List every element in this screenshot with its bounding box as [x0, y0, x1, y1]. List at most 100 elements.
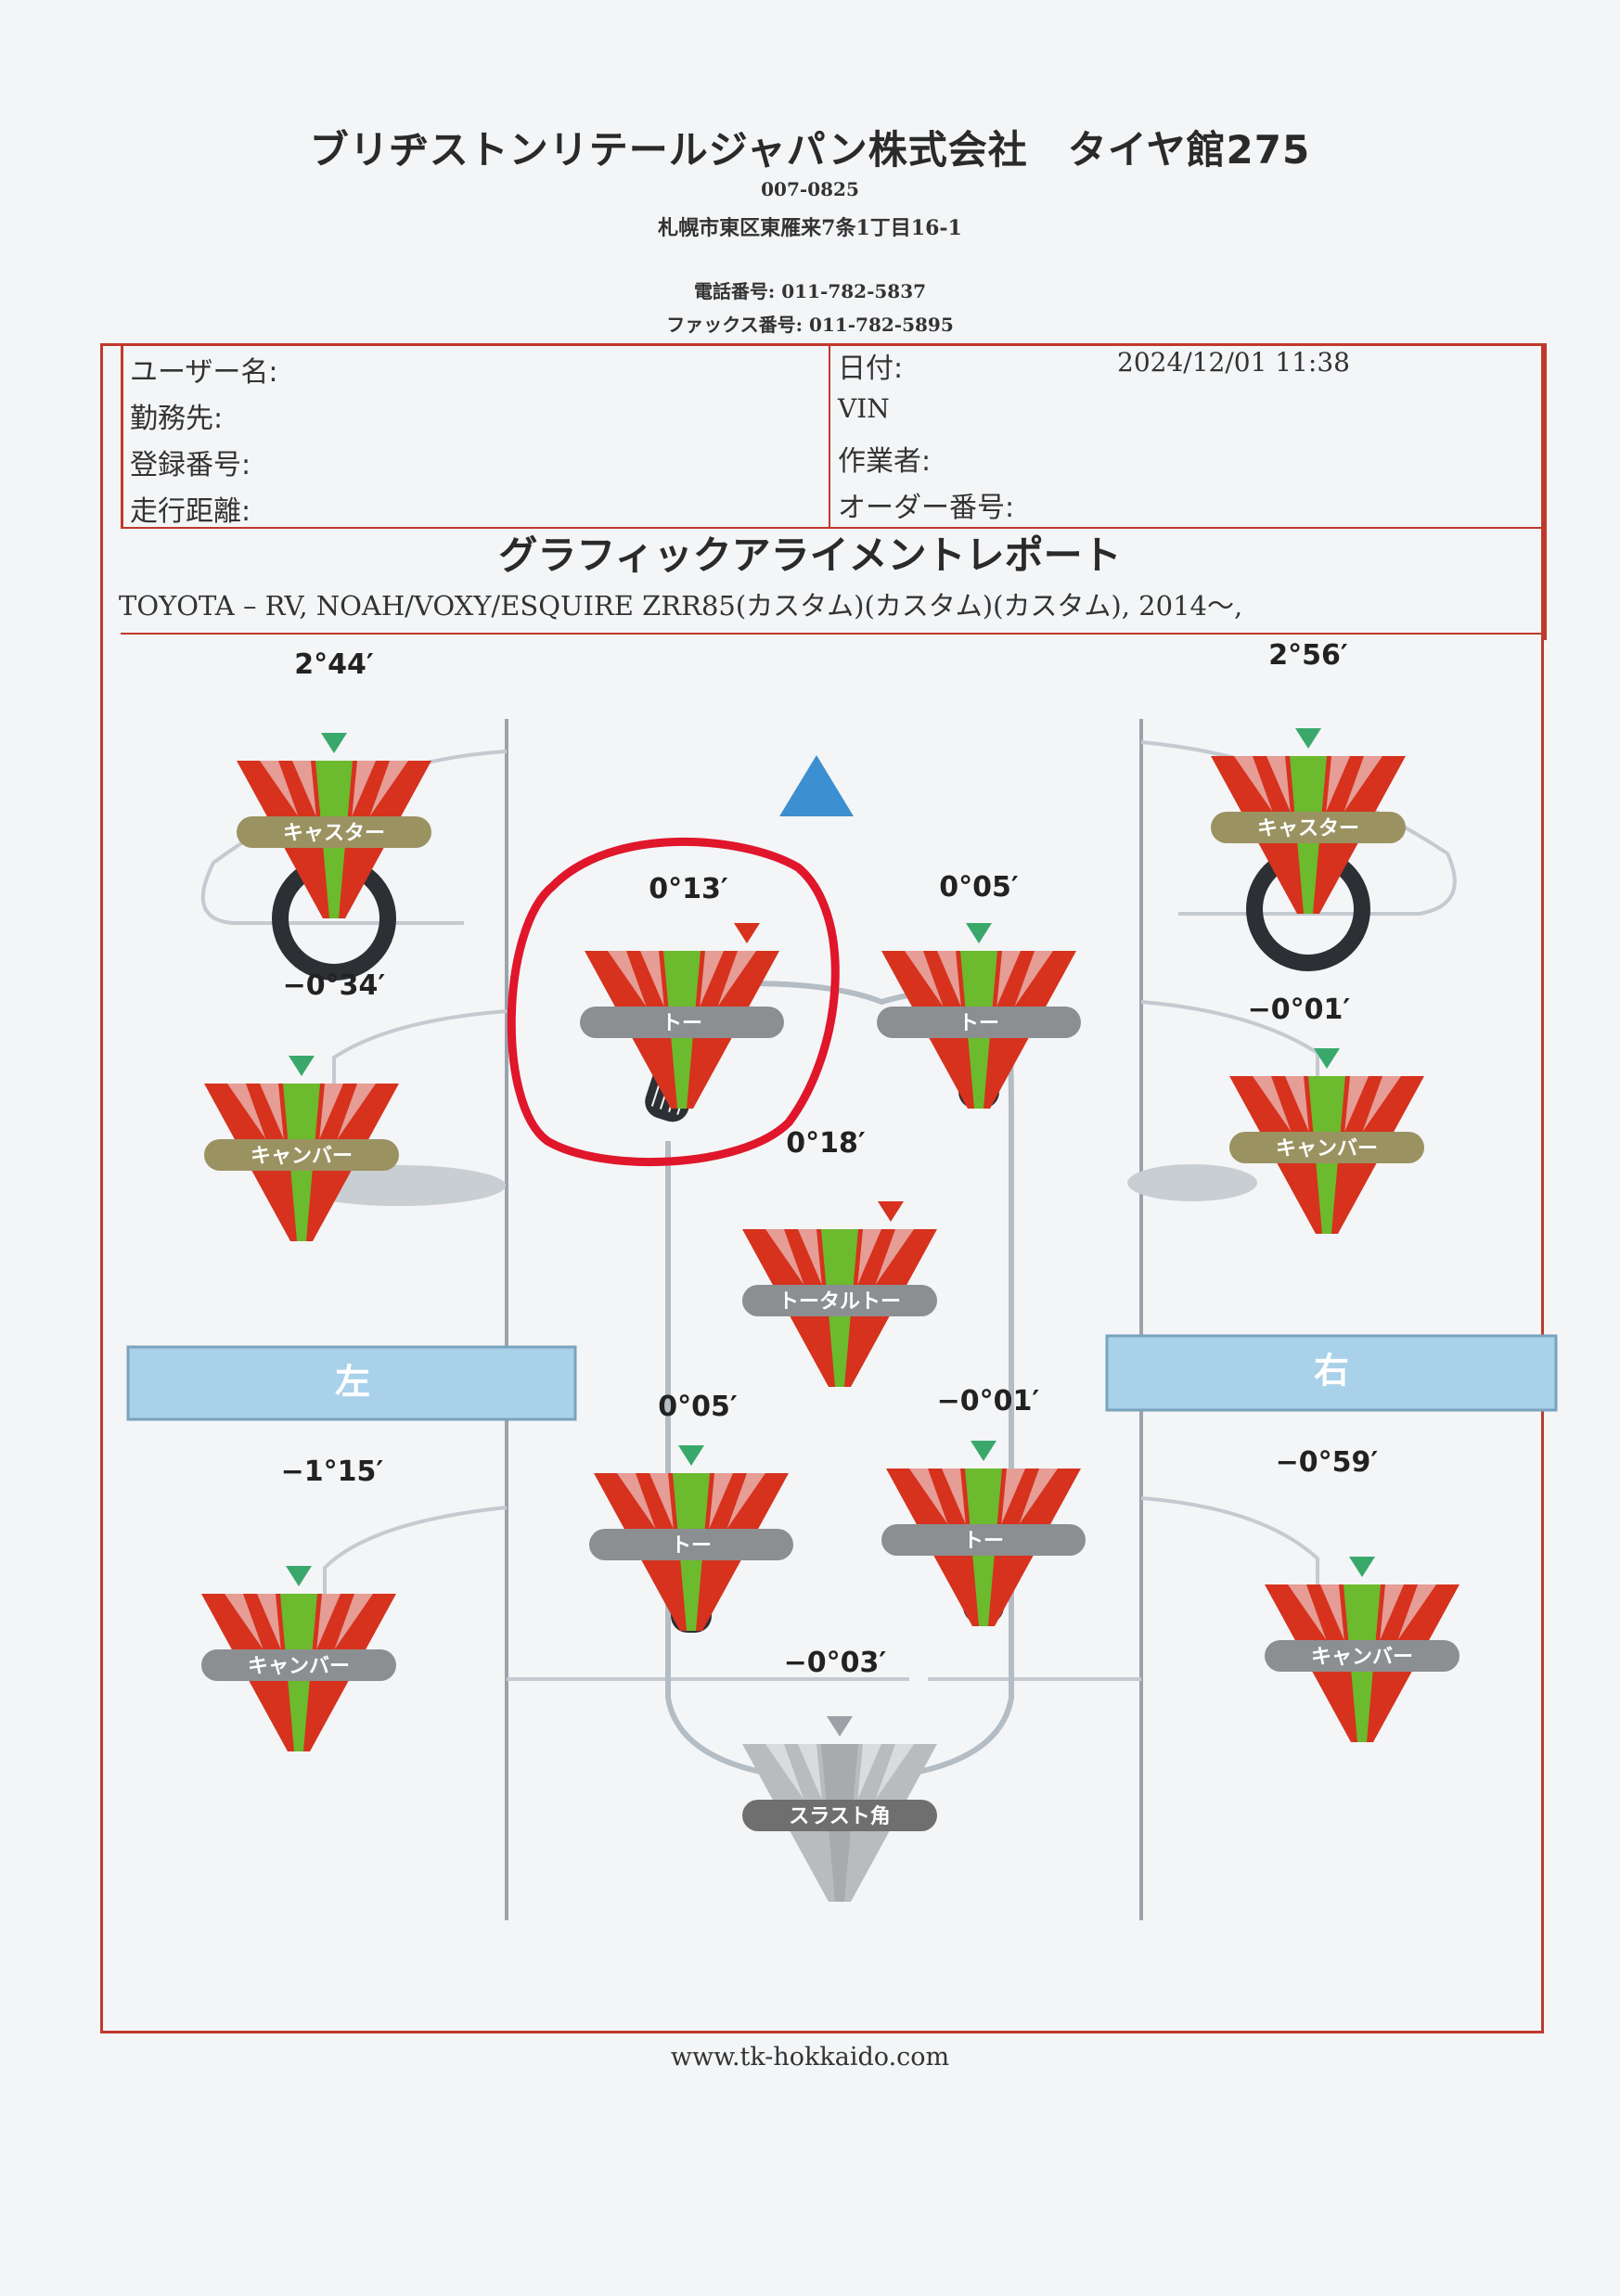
gauge-marker-icon: [286, 1566, 312, 1586]
gauge-fan-notch: [717, 951, 756, 1007]
gauge-value: 0°05′: [658, 1391, 738, 1423]
gauge-label: キャスター: [283, 822, 385, 845]
gauge-fan-notch: [316, 1594, 341, 1649]
gauge-label-pill: [1211, 812, 1406, 843]
company-name: ブリヂストンリテールジャパン株式会社 タイヤ館275: [309, 127, 1311, 173]
gauge-label: キャンバー: [1276, 1137, 1378, 1161]
gauge-value: 0°13′: [649, 873, 728, 905]
gauge-label: トー: [958, 1012, 999, 1035]
gauge-label-pill: [201, 1649, 396, 1681]
gauge-fan-notch: [608, 951, 647, 1007]
gauge-fan-notch: [337, 1084, 376, 1139]
gauge-fan-notch: [857, 1229, 881, 1285]
gauge-fan-notch: [319, 1084, 343, 1139]
gauge-label: トー: [671, 1534, 712, 1558]
gauge-label-pill: [1229, 1132, 1424, 1163]
gauge-fan-notch: [875, 1744, 914, 1800]
gauge-fan-notch: [1380, 1584, 1404, 1640]
gauge-label: キャンバー: [248, 1655, 350, 1678]
gauge-fan-notch: [225, 1594, 264, 1649]
gauge-fan-notch: [875, 1229, 914, 1285]
gauge-marker-icon: [289, 1056, 315, 1076]
gauge-label: トー: [662, 1012, 702, 1035]
gauge-label: スラスト角: [789, 1804, 891, 1828]
gauge-fan-notch: [1326, 756, 1350, 812]
gauge-fan-notch: [292, 761, 316, 816]
left-rear-body-outline: [323, 1506, 508, 1651]
gauge-fan-notch: [1234, 756, 1273, 812]
left-front-body-outline: [332, 1009, 508, 1150]
registration-label: 登録番号:: [130, 449, 251, 481]
thrust-angle-gauge: スラスト角−0°03′: [742, 1647, 937, 1902]
front-left-camber-gauge: キャンバー−0°34′: [204, 969, 399, 1241]
gauge-fan-notch: [1019, 1469, 1058, 1524]
gauge-label-pill: [237, 816, 431, 848]
gauge-label: キャンバー: [251, 1145, 353, 1168]
gauge-value: −0°59′: [1276, 1446, 1379, 1479]
gauge-fan-notch: [1397, 1584, 1436, 1640]
phone-number: 電話番号: 011-782-5837: [693, 280, 927, 302]
gauge-fan-notch: [260, 761, 299, 816]
gauge-fan-notch: [857, 1744, 881, 1800]
gauge-fan-notch: [257, 1594, 281, 1649]
fax-number: ファックス番号: 011-782-5895: [666, 314, 954, 336]
date-label: 日付:: [838, 353, 904, 385]
forward-arrow-icon: [779, 755, 854, 816]
left-side-label: 左: [335, 1362, 370, 1403]
gauge-marker-icon: [878, 1201, 904, 1222]
gauge-marker-icon: [971, 1441, 996, 1461]
gauge-fan-notch: [260, 1084, 284, 1139]
gauge-label-pill: [204, 1139, 399, 1171]
gauge-marker-icon: [1295, 728, 1321, 749]
gauge-label: トー: [963, 1530, 1004, 1553]
gauge-label: キャンバー: [1311, 1646, 1413, 1669]
gauge-fan-notch: [227, 1084, 266, 1139]
center-left-rail: [665, 1141, 762, 1775]
info-grid-left-border: [121, 343, 123, 527]
gauge-fan-notch: [649, 1473, 674, 1529]
right-side-band: [1105, 1334, 1558, 1412]
front-right-camber-gauge: キャンバー−0°01′: [1229, 994, 1424, 1234]
gauge-label: キャスター: [1257, 817, 1359, 840]
front-right-toe-gauge: トー 0°05′: [877, 871, 1081, 1109]
footer-url: www.tk-hokkaido.com: [670, 2043, 950, 2072]
info-grid-divider: [829, 343, 830, 527]
right-side-label: 右: [1314, 1351, 1349, 1392]
gauge-fan-notch: [700, 951, 724, 1007]
gauge-fan-notch: [942, 1469, 966, 1524]
gauge-fan-notch: [352, 761, 376, 816]
gauge-marker-icon: [966, 923, 992, 943]
info-grid-right-border: [1544, 343, 1547, 640]
front-left-caster-gauge: キャスター 2°44′: [237, 648, 431, 981]
gauge-fan-notch: [1266, 756, 1291, 812]
address: 札幌市東区東雁来7条1丁目16-1: [658, 216, 962, 240]
gauge-label-pill: [881, 1524, 1086, 1556]
gauge-fan-notch: [709, 1473, 733, 1529]
mileage-label: 走行距離:: [130, 495, 251, 528]
gauge-label-pill: [877, 1007, 1081, 1038]
gauge-fan-notch: [1362, 1076, 1401, 1132]
gauge-fan-notch: [640, 951, 664, 1007]
worker-label: 作業者:: [838, 445, 932, 478]
gauge-value: 0°05′: [939, 871, 1019, 904]
gauge-value: 2°44′: [294, 648, 374, 681]
gauges-layer: キャスター 2°44′ キャスター 2°56′ キャンバー−0°34′ キャンバー−0°0…: [201, 639, 1459, 1902]
gauge-value: 2°56′: [1268, 639, 1348, 672]
right-front-shadow: [1127, 1164, 1257, 1201]
gauge-fan-notch: [937, 951, 961, 1007]
gauge-fan-notch: [334, 1594, 373, 1649]
workplace-label: 勤務先:: [130, 403, 224, 435]
right-rear-body-outline: [1140, 1496, 1319, 1642]
gauge-fan-notch: [765, 1744, 804, 1800]
vehicle-description: TOYOTA – RV, NOAH/VOXY/ESQUIRE ZRR85(カスタ…: [119, 590, 1243, 622]
right-front-fender-outline: [1140, 740, 1457, 916]
annotation-circle: [507, 838, 840, 1167]
gauge-marker-icon: [1349, 1557, 1375, 1577]
gauge-fan-notch: [1288, 1584, 1327, 1640]
date-value: 2024/12/01 11:38: [1117, 347, 1350, 378]
gauge-marker-icon: [734, 923, 760, 943]
user-name-label: ユーザー名:: [130, 356, 278, 389]
